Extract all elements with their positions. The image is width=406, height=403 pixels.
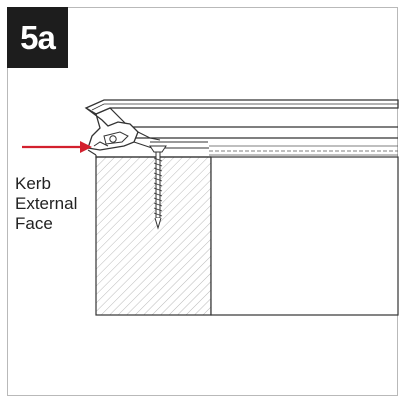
roof-deck-section xyxy=(210,156,399,316)
arrow-right-icon xyxy=(22,141,92,153)
step-label: 5a xyxy=(20,18,56,56)
step-badge: 5a xyxy=(7,7,68,68)
callout-line-1: Kerb xyxy=(15,174,51,193)
timber-kerb-section xyxy=(95,156,212,316)
screw-icon xyxy=(149,145,167,230)
callout-line-2: External xyxy=(15,194,78,213)
capping-bar xyxy=(84,99,399,128)
callout-line-3: Face xyxy=(15,214,53,233)
callout-label: Kerb External Face xyxy=(15,174,77,234)
glazing-sheet xyxy=(128,126,398,156)
kerb-profile xyxy=(85,107,211,158)
